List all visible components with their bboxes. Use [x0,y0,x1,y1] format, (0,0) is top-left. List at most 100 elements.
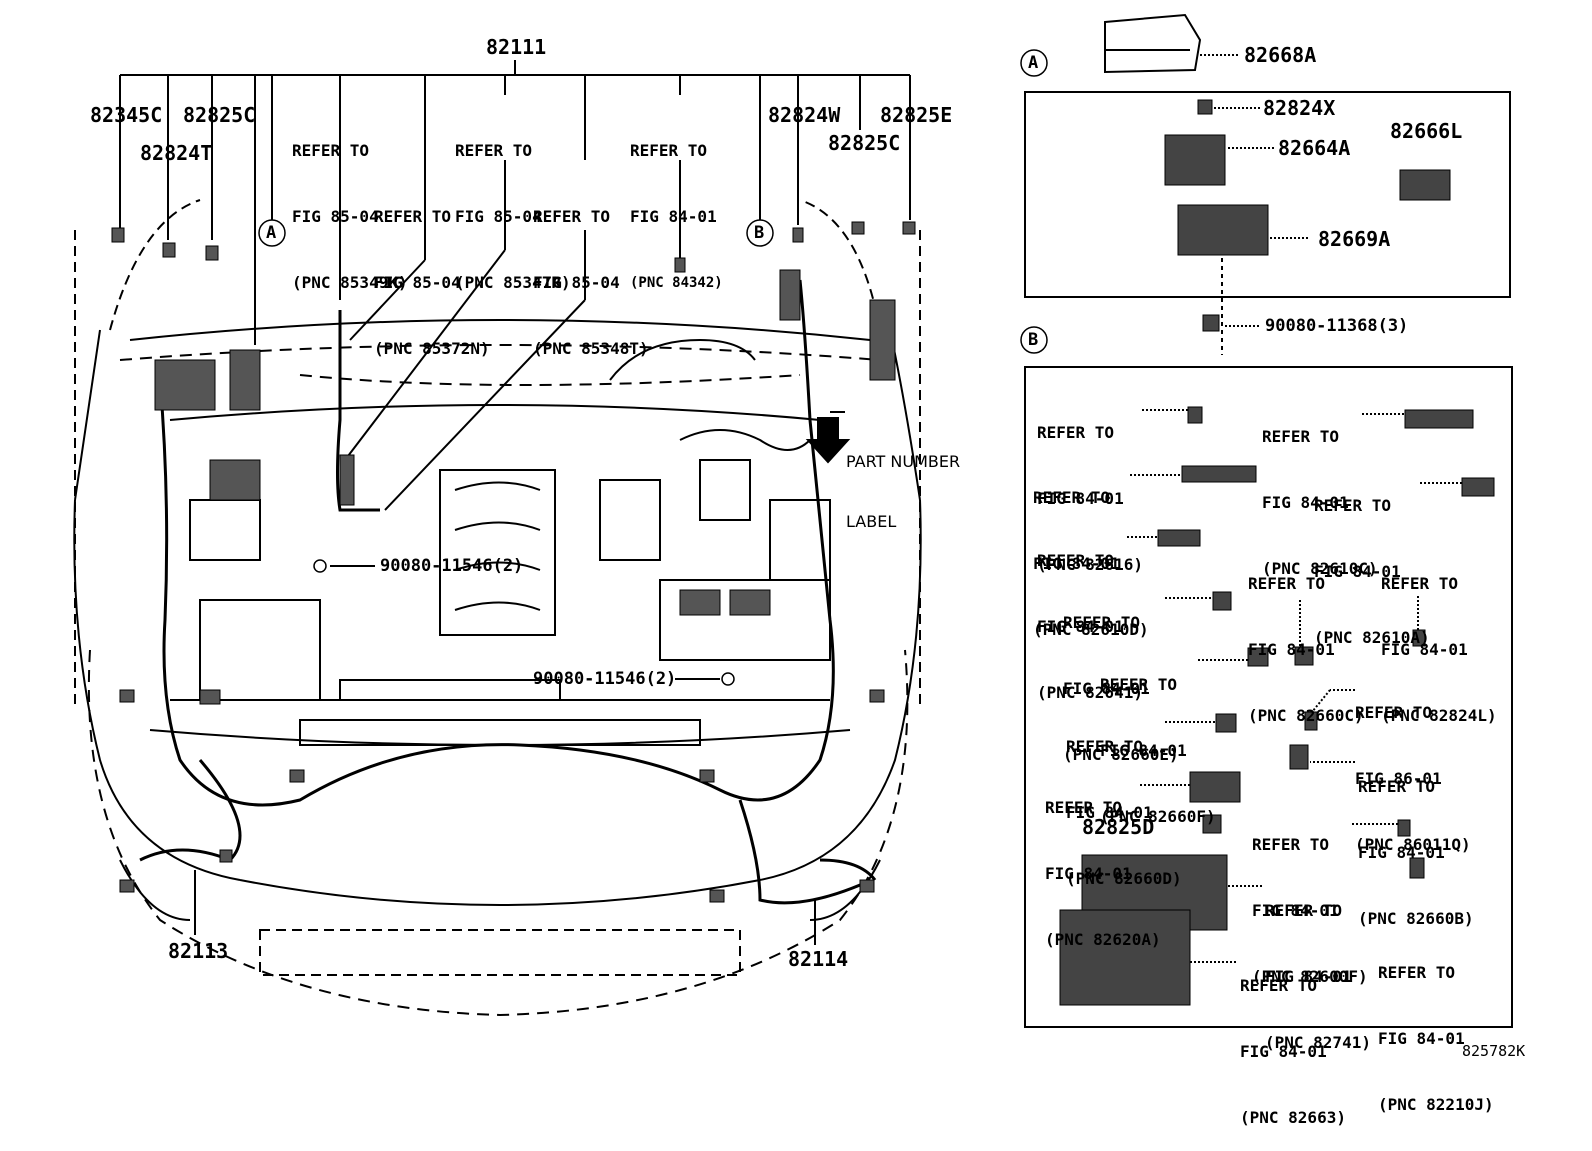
bolt-90080-11368: 90080-11368(3) [1265,316,1409,336]
label-line: LABEL [846,512,897,531]
detail-b-box [1024,366,1513,1028]
refer-line: (PNC 82660B) [1358,909,1474,928]
callout-82824w: 82824W [768,103,841,127]
bolt-90080-11546-upper: 90080-11546(2) [380,556,524,576]
refer-line: (PNC 85372N) [374,339,490,358]
refer-line: FIG 84-01 [1262,493,1349,512]
refer-line: FIG 84-01 [1066,803,1153,822]
refer-line: (PNC 82660C) [1248,706,1364,725]
refer-b-82824l: REFER TO FIG 84-01 (PNC 82824L) [1381,529,1497,749]
detail-a-box [1024,91,1511,298]
refer-line: REFER TO [455,141,533,160]
refer-block-85348t: REFER TO FIG 85-04 (PNC 85348T) [533,162,649,382]
part-number-label-arrow [805,417,851,464]
vehicle-outline [74,199,921,710]
refer-line: FIG 84-01 [1063,679,1150,698]
callout-82824t: 82824T [140,141,213,165]
callout-82114: 82114 [788,947,849,971]
refer-line: REFER TO [1252,835,1330,854]
refer-b-82600f: REFER TO FIG 84-01 (PNC 82600F) [1252,790,1368,1010]
callout-82113: 82113 [168,939,229,963]
refer-line: FIG 85-04 [455,207,542,226]
refer-line: REFER TO [1037,551,1115,570]
detail-b-letter: B [1028,330,1039,350]
refer-line: FIG 86-01 [1355,769,1442,788]
refer-line: FIG 84-01 [1240,1042,1327,1061]
refer-line: (PNC 85347R) [455,273,571,292]
refer-line: FIG 84-01 [1265,967,1352,986]
refer-line: (PNC 82600F) [1252,967,1368,986]
refer-line: FIG 84-01 [1037,617,1124,636]
part-82668a: 82668A [1244,43,1317,67]
wiring-diagram [73,13,1513,1028]
refer-line: REFER TO [1033,488,1111,507]
refer-b-82620a: REFER TO FIG 84-01 (PNC 82620A) [1045,753,1161,973]
refer-line: REFER TO [1063,613,1141,632]
refer-b-82616: REFER TO FIG 84-01 (PNC 82616) [1037,378,1143,598]
refer-line: FIG 84-01 [1248,640,1335,659]
refer-line: (PNC 82620A) [1045,930,1161,949]
part-number-label-text: PART NUMBER LABEL [846,412,960,552]
detail-b-circle [1020,326,1048,354]
refer-line: (PNC 82610C) [1262,559,1378,578]
refer-b-82660c: REFER TO FIG 84-01 (PNC 82660C) [1248,529,1364,749]
refer-line: (PNC 82210J) [1378,1095,1494,1114]
refer-line: (PNC 86011Q) [1355,835,1471,854]
refer-line: FIG 84-01 [1100,741,1187,760]
refer-line: REFER TO [1066,737,1144,756]
refer-line: (PNC 85349K) [292,273,408,292]
refer-line: REFER TO [1248,574,1326,593]
refer-b-82610a: REFER TO FIG 84-01 (PNC 82610A) [1314,451,1430,671]
refer-b-82663: REFER TO FIG 84-01 (PNC 82663) [1240,931,1346,1151]
refer-line: REFER TO [1037,423,1115,442]
refer-line: REFER TO [1240,976,1318,995]
refer-line: REFER TO [630,141,708,160]
part-82664a: 82664A [1278,136,1351,160]
refer-line: FIG 84-01 [1381,640,1468,659]
part-82666l: 82666L [1390,119,1463,143]
refer-line: REFER TO [1045,798,1123,817]
callout-82825c-right: 82825C [828,131,901,155]
refer-line: REFER TO [533,207,611,226]
refer-b-82610c: REFER TO FIG 84-01 (PNC 82610C) [1262,382,1378,602]
refer-b-82210j: REFER TO FIG 84-01 (PNC 82210J) [1378,918,1494,1138]
refer-line: REFER TO [1381,574,1459,593]
refer-block-85347r: REFER TO FIG 85-04 (PNC 85347R) [455,96,571,316]
refer-line: (PNC 82824L) [1381,706,1497,725]
refer-line: REFER TO [292,141,370,160]
refer-line: FIG 84-01 [1033,554,1120,573]
refer-line: REFER TO [1100,675,1178,694]
refer-line: REFER TO [1358,777,1436,796]
part-82824x: 82824X [1263,96,1336,120]
refer-line: (PNC 82663) [1240,1108,1346,1127]
refer-line: FIG 84-01 [1252,901,1339,920]
refer-line: REFER TO [374,207,452,226]
refer-block-85372n: REFER TO FIG 85-04 (PNC 85372N) [374,162,490,382]
refer-line: REFER TO [1378,963,1456,982]
refer-line: (PNC 82616) [1037,555,1143,574]
refer-line: FIG 84-01 [630,207,717,226]
refer-line: FIG 84-01 [1045,864,1132,883]
refer-block-85349k: REFER TO FIG 85-04 (PNC 85349K) [292,96,408,316]
bolt-90080-11546-lower: 90080-11546(2) [533,669,677,689]
refer-b-82660e: REFER TO FIG 84-01 (PNC 82660E) [1063,568,1179,788]
refer-line: (PNC 82741) [1265,1033,1371,1052]
callout-b-letter: B [754,223,765,243]
refer-line: FIG 85-04 [292,207,379,226]
refer-line: (PNC 84342) [630,275,723,291]
refer-line: (PNC 82660F) [1100,807,1216,826]
refer-line: (PNC 82641) [1037,683,1143,702]
callout-a-letter: A [266,223,277,243]
refer-line: REFER TO [1314,496,1392,515]
refer-line: (PNC 82610D) [1033,620,1149,639]
refer-line: (PNC 82660E) [1063,745,1179,764]
figure-id: 825782K [1462,1042,1526,1060]
refer-line: (PNC 85348T) [533,339,649,358]
detail-a-circle [1020,49,1048,77]
part-82669a: 82669A [1318,227,1391,251]
refer-line: REFER TO [1265,901,1343,920]
refer-line: FIG 84-01 [1037,489,1124,508]
refer-line: FIG 84-01 [1314,562,1401,581]
refer-b-82741: REFER TO FIG 84-01 (PNC 82741) [1265,856,1371,1076]
refer-b-86011q: REFER TO FIG 86-01 (PNC 86011Q) [1355,658,1471,878]
